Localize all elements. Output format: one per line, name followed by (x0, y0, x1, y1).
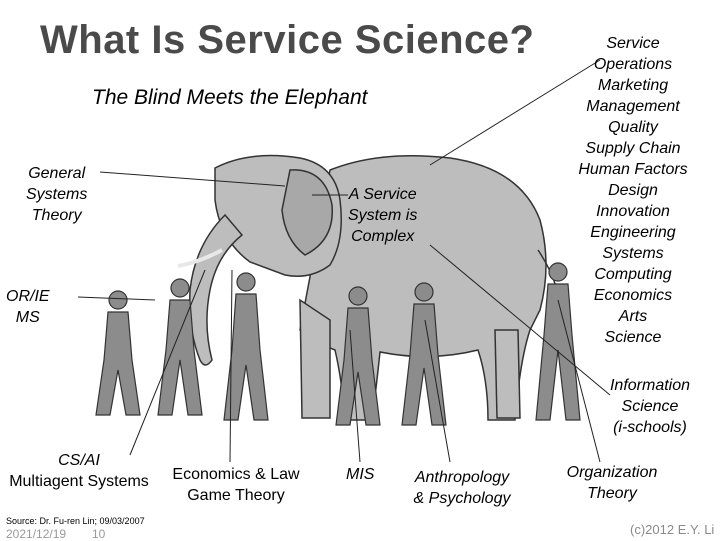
label-general-systems-theory: General Systems Theory (26, 163, 87, 226)
label-or-ie-ms: OR/IE MS (6, 286, 50, 328)
page-number: 10 (92, 527, 105, 541)
label-cs-ai-multiagent: CS/AI Multiagent Systems (0, 450, 158, 492)
slide-title: What Is Service Science? (40, 18, 534, 63)
slide-subtitle: The Blind Meets the Elephant (92, 86, 368, 110)
label-disciplines-list: Service Operations Marketing Management … (568, 33, 698, 348)
label-mis: MIS (346, 464, 374, 485)
source-citation: Source: Dr. Fu-ren Lin; 09/03/2007 (6, 516, 145, 526)
label-information-science: Information Science (i-schools) (600, 375, 700, 438)
label-service-system-complex: A Service System is Complex (348, 184, 417, 247)
copyright: (c)2012 E.Y. Li (630, 522, 714, 537)
label-organization-theory: Organization Theory (558, 462, 666, 504)
label-economics-law: Economics & Law Game Theory (162, 464, 310, 506)
footer-date: 2021/12/19 (6, 527, 66, 541)
label-anthropology-psychology: Anthropology & Psychology (404, 467, 520, 509)
